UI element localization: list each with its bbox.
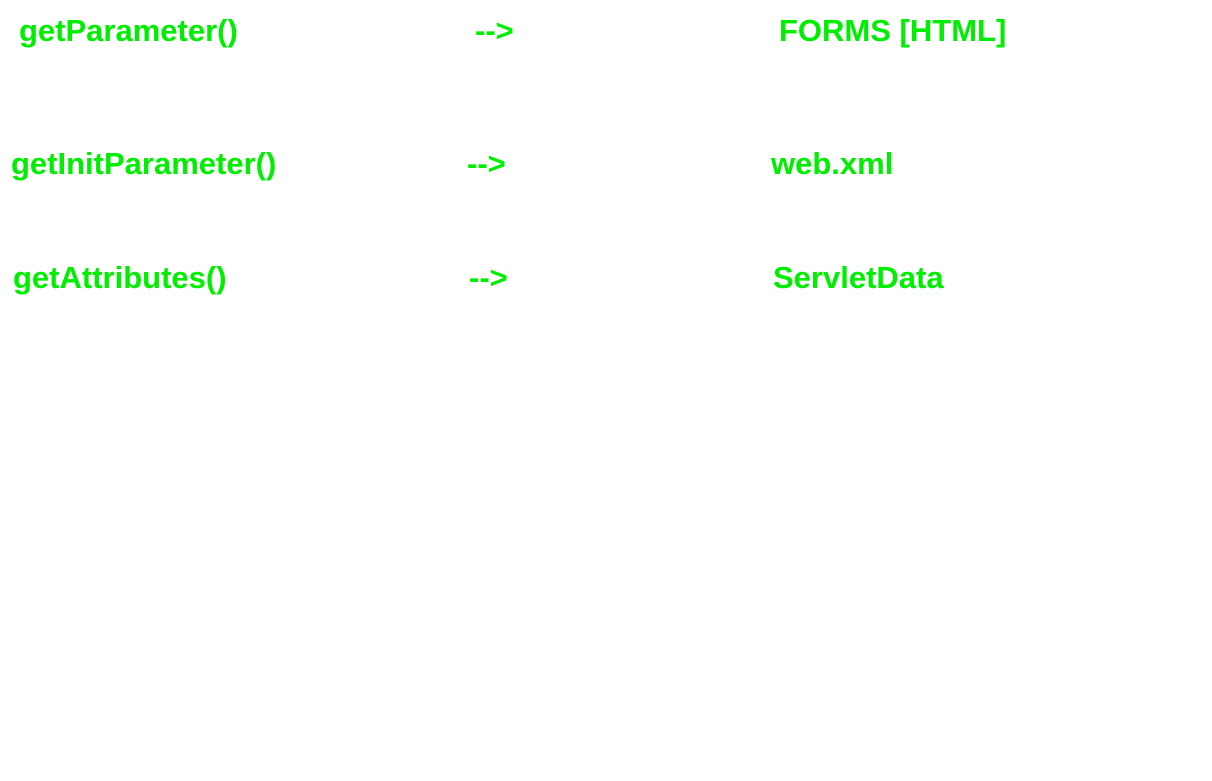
arrow-get-init-parameter: --> [467, 146, 506, 181]
source-label-forms-html: FORMS [HTML] [779, 13, 1007, 48]
method-label-get-parameter: getParameter() [19, 13, 238, 48]
source-label-servlet-data: ServletData [773, 260, 944, 295]
arrow-get-attributes: --> [469, 260, 508, 295]
source-label-web-xml: web.xml [771, 146, 894, 181]
method-label-get-init-parameter: getInitParameter() [11, 146, 277, 181]
method-label-get-attributes: getAttributes() [13, 260, 227, 295]
arrow-get-parameter: --> [475, 13, 514, 48]
